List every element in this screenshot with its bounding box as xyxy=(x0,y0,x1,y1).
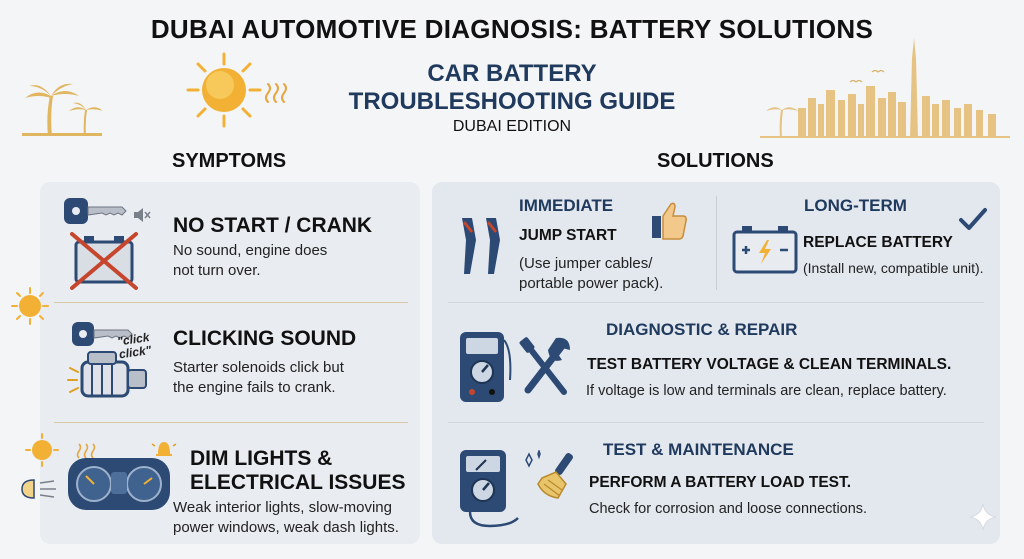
dashboard-icon xyxy=(68,458,170,510)
symptoms-heading: SYMPTOMS xyxy=(172,150,287,172)
warning-bell-icon xyxy=(151,442,177,456)
solutions-heading: SOLUTIONS xyxy=(657,150,774,172)
headlight-icon xyxy=(21,479,56,499)
solution-note: If voltage is low and terminals are clea… xyxy=(586,383,947,399)
symptom-desc-line: Weak interior lights, slow-moving xyxy=(173,499,392,516)
divider xyxy=(716,196,717,290)
page-title: DUBAI AUTOMOTIVE DIAGNOSIS: BATTERY SOLU… xyxy=(150,14,874,44)
wrench-screwdriver-icon xyxy=(519,337,570,395)
guide-title-line1: CAR BATTERY xyxy=(427,60,597,87)
heat-wave-icon xyxy=(265,83,287,103)
starter-motor-icon xyxy=(67,351,147,398)
symptom-title: NO START / CRANK xyxy=(173,214,373,237)
solution-note: (Install new, compatible unit). xyxy=(803,260,984,276)
battery-icon xyxy=(732,226,798,274)
mute-speaker-icon xyxy=(134,208,151,222)
divider xyxy=(54,422,408,423)
divider xyxy=(448,302,984,303)
palm-tree-icon xyxy=(22,83,102,136)
heat-wave-icon xyxy=(76,443,96,459)
symptom-desc-line: power windows, weak dash lights. xyxy=(173,519,399,536)
divider xyxy=(54,302,408,303)
brush-icon xyxy=(525,450,573,499)
symptom-title-line: DIM LIGHTS & xyxy=(190,447,333,470)
load-tester-icon xyxy=(460,450,519,528)
solution-note-line: (Use jumper cables/ xyxy=(519,255,653,272)
solution-note-line: portable power pack). xyxy=(519,275,664,292)
dubai-skyline-icon xyxy=(760,38,1010,138)
symptom-title: CLICKING SOUND xyxy=(173,327,357,350)
solution-heading: DIAGNOSTIC & REPAIR xyxy=(606,320,798,339)
symptom-desc-line: the engine fails to crank. xyxy=(173,379,336,396)
symptom-desc-line: not turn over. xyxy=(173,262,261,279)
solution-heading: IMMEDIATE xyxy=(519,196,614,215)
multimeter-icon xyxy=(460,332,512,402)
guide-title: CAR BATTERY TROUBLESHOOTING GUIDE xyxy=(0,60,1024,116)
solution-heading: LONG-TERM xyxy=(804,196,907,215)
jumper-cables-icon xyxy=(462,218,500,274)
guide-title-line2: TROUBLESHOOTING GUIDE xyxy=(348,88,676,115)
solution-action: TEST BATTERY VOLTAGE & CLEAN TERMINALS. xyxy=(587,356,952,373)
sun-icon xyxy=(186,52,262,128)
crossed-battery-icon xyxy=(70,232,138,290)
symptom-desc-line: Starter solenoids click but xyxy=(173,359,344,376)
solution-action: REPLACE BATTERY xyxy=(803,234,953,251)
solution-heading: TEST & MAINTENANCE xyxy=(603,440,794,459)
symptom-desc-line: No sound, engine does xyxy=(173,242,328,259)
sun-icon xyxy=(25,433,59,467)
symptom-title-line: ELECTRICAL ISSUES xyxy=(190,471,406,494)
symptom-desc: Starter solenoids click but the engine f… xyxy=(173,358,344,398)
symptom-title: DIM LIGHTS & ELECTRICAL ISSUES xyxy=(190,447,405,495)
edition-label: DUBAI EDITION xyxy=(452,118,572,135)
symptom-desc: Weak interior lights, slow-moving power … xyxy=(173,498,399,538)
divider xyxy=(448,422,984,423)
checkmark-icon xyxy=(959,208,987,230)
sun-icon xyxy=(11,287,49,325)
thumbs-up-icon xyxy=(652,202,687,240)
symptom-desc: No sound, engine does not turn over. xyxy=(173,241,327,281)
key-icon xyxy=(64,198,127,224)
solution-action: JUMP START xyxy=(519,227,617,244)
sparkle-icon xyxy=(969,503,997,531)
key-icon xyxy=(72,322,133,346)
solution-action: PERFORM A BATTERY LOAD TEST. xyxy=(589,474,852,491)
solution-note: Check for corrosion and loose connection… xyxy=(589,501,868,517)
solution-note: (Use jumper cables/ portable power pack)… xyxy=(519,254,663,294)
